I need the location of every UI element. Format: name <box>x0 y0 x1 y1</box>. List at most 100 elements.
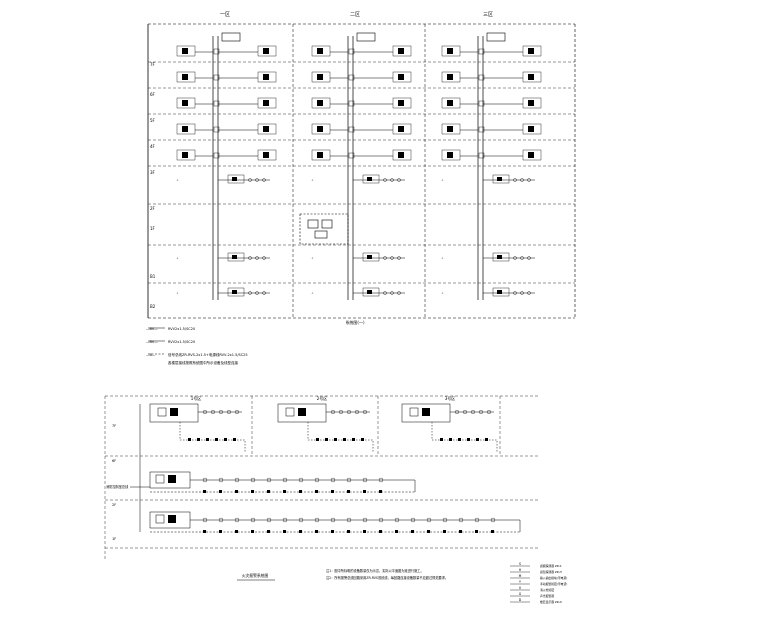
device-symbol <box>527 178 531 182</box>
loop-device <box>299 530 302 533</box>
device-symbol <box>330 477 336 483</box>
loop-device <box>267 490 270 493</box>
zone-module <box>157 407 167 417</box>
zone-loop <box>401 403 498 452</box>
device-cluster: ⊥ <box>311 287 405 297</box>
device-symbol <box>513 178 517 182</box>
loop-device <box>197 438 200 441</box>
device-row <box>311 149 412 161</box>
loop-device <box>379 490 382 493</box>
device-symbol <box>202 410 207 415</box>
module-frame <box>176 97 196 109</box>
module-frame <box>227 174 245 184</box>
loop-device <box>315 530 318 533</box>
legend-code-3: —B— <box>146 353 156 357</box>
zone-label-2: 2号区 <box>317 395 328 401</box>
floor-label-b1: B1 <box>150 274 156 279</box>
loop-device <box>235 490 238 493</box>
legend-text: 楼层显示器 ZR-D <box>540 600 562 604</box>
legend-text-2: RVV2x1.5/SC20 <box>168 340 195 344</box>
module-block <box>367 255 372 259</box>
loop-device <box>299 490 302 493</box>
device-cluster: ⊥ <box>441 287 535 297</box>
module-frame <box>176 71 196 83</box>
control-panel <box>299 213 349 245</box>
device-tag: ⊥ <box>441 291 444 295</box>
device-cluster: ⊥ <box>311 252 405 262</box>
module-frame <box>492 252 510 262</box>
device-symbol <box>255 178 259 182</box>
zone-loop <box>277 403 374 452</box>
device-symbol <box>410 517 416 523</box>
device-tag: ⊥ <box>441 178 444 182</box>
module-frame <box>257 45 277 57</box>
device-symbol <box>383 291 387 295</box>
loop-device <box>352 438 355 441</box>
device-symbol <box>527 256 531 260</box>
module-block <box>263 48 269 54</box>
loop-device <box>233 438 236 441</box>
module-block <box>232 177 237 181</box>
loop-device <box>347 530 350 533</box>
module-frame <box>311 123 331 135</box>
device-row <box>311 97 412 109</box>
legend-text: 声光报警器 <box>540 594 554 598</box>
module-frame <box>227 287 245 297</box>
module-block <box>317 100 323 106</box>
device-symbol <box>202 477 208 483</box>
module-block <box>447 126 453 132</box>
loop-device <box>315 490 318 493</box>
loop-device <box>476 438 479 441</box>
device-symbol <box>330 517 336 523</box>
module-frame <box>492 174 510 184</box>
device-symbol <box>314 477 320 483</box>
loop-device <box>251 490 254 493</box>
module-block <box>398 74 404 80</box>
floor-label-2f: 2F <box>150 206 156 211</box>
loop-device <box>251 530 254 533</box>
device-symbol <box>363 410 368 415</box>
module-block <box>263 152 269 158</box>
device-symbol <box>248 291 252 295</box>
zone-module-fill <box>422 408 430 416</box>
zone-module <box>285 407 295 417</box>
floor-module <box>155 474 165 484</box>
lower-note-1: 注1：图中所标明的设备数量仅为示意，实际以平面图为准进行施工。 <box>326 568 424 573</box>
device-row <box>441 149 542 161</box>
module-frame <box>227 252 245 262</box>
module-block <box>317 48 323 54</box>
device-symbol <box>262 291 266 295</box>
module-frame <box>257 71 277 83</box>
legend-text: 感烟探测器 ZR-S <box>540 564 562 568</box>
loop-device <box>224 438 227 441</box>
legend-text: 输入输出模块(带电源) <box>540 576 567 580</box>
bus-side-label: 消防控制室总线 <box>106 484 129 489</box>
module-frame <box>441 123 461 135</box>
device-symbol <box>520 256 524 260</box>
loop-device <box>443 530 446 533</box>
junction-box <box>348 126 355 133</box>
device-symbol <box>378 517 384 523</box>
device-symbol <box>314 517 320 523</box>
device-symbol <box>513 256 517 260</box>
module-block <box>367 177 372 181</box>
module-block <box>528 74 534 80</box>
zone-loop <box>149 403 246 452</box>
module-block <box>398 152 404 158</box>
module-block <box>447 74 453 80</box>
zone-panel <box>149 403 199 423</box>
loop-device <box>347 490 350 493</box>
device-cluster: ⊥ <box>441 174 535 184</box>
loop-device <box>235 530 238 533</box>
module-block <box>317 126 323 132</box>
loop-device <box>203 490 206 493</box>
device-symbol <box>397 291 401 295</box>
device-cluster: ⊥ <box>176 174 270 184</box>
device-symbol <box>255 291 259 295</box>
legend-symbol: D <box>519 598 522 602</box>
device-symbol <box>346 517 352 523</box>
device-cluster: ⊥ <box>176 252 270 262</box>
module-block <box>263 100 269 106</box>
